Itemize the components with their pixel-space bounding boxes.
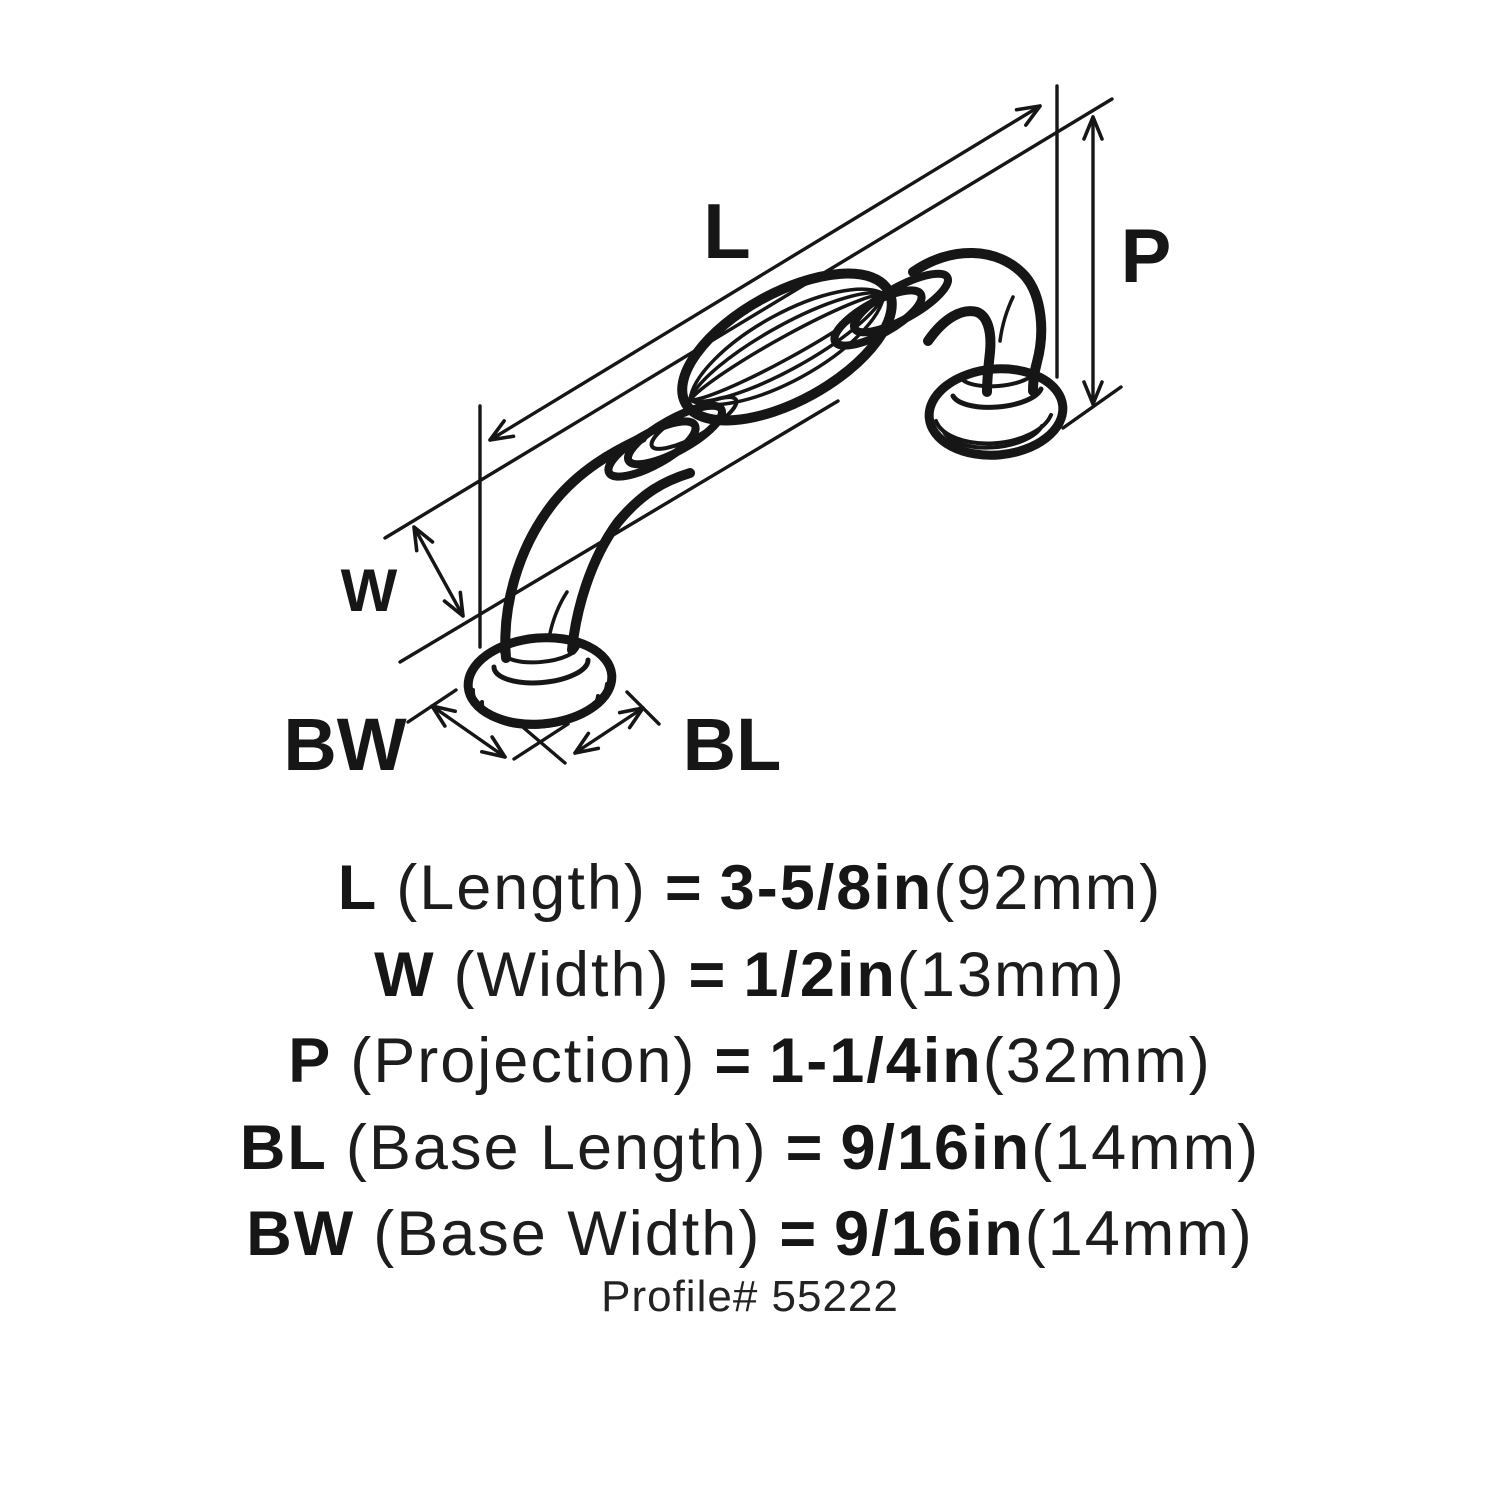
length-label: L xyxy=(703,187,751,275)
spec-metric: (14mm) xyxy=(1031,1112,1261,1183)
spec-name: (Length) xyxy=(396,853,647,923)
projection-bottom-tick xyxy=(1061,385,1123,430)
bottom-extension-line xyxy=(398,399,840,664)
pull-handle-drawing xyxy=(463,248,1068,729)
top-extension-line xyxy=(383,97,1114,540)
spec-equals: = xyxy=(785,1112,825,1183)
spec-name: (Base Length) xyxy=(345,1112,768,1183)
spec-metric: (14mm) xyxy=(1024,1199,1254,1269)
width-dimension-arrow xyxy=(412,525,465,618)
left-base xyxy=(463,633,617,729)
base-width-outer-tick xyxy=(406,688,458,724)
spec-value: 3-5/8in xyxy=(719,853,934,923)
spec-abbr: W xyxy=(374,939,436,1010)
spec-abbr: L xyxy=(337,853,379,923)
base-length-outer-tick xyxy=(625,690,661,726)
spec-equals: = xyxy=(664,853,704,923)
spec-value: 9/16in xyxy=(840,1112,1032,1183)
base-width-dimension-arrow xyxy=(430,704,507,759)
spec-row-width: W(Width)=1/2in(13mm) xyxy=(0,932,1500,1019)
spec-value: 1-1/4in xyxy=(769,1026,983,1096)
spec-name: (Base Width) xyxy=(373,1199,762,1269)
spec-text-block: L(Length)=3-5/8in(92mm) W(Width)=1/2in(1… xyxy=(0,845,1500,1278)
width-label: W xyxy=(341,557,398,624)
base-width-label: BW xyxy=(283,703,406,786)
spec-abbr: BW xyxy=(246,1199,356,1269)
spec-equals: = xyxy=(714,1026,754,1096)
base-length-label: BL xyxy=(683,703,782,786)
spec-row-base-width: BW(Base Width)=9/16in(14mm) xyxy=(0,1191,1500,1278)
spec-metric: (92mm) xyxy=(933,853,1163,923)
spec-abbr: P xyxy=(288,1026,333,1096)
spec-name: (Width) xyxy=(453,939,671,1010)
base-length-dimension-arrow xyxy=(573,706,645,755)
length-dimension-arrow xyxy=(488,104,1042,442)
spec-value: 9/16in xyxy=(834,1199,1025,1269)
spec-abbr: BL xyxy=(239,1112,328,1183)
spec-row-base-length: BL(Base Length)=9/16in(14mm) xyxy=(0,1105,1500,1192)
spec-value: 1/2in xyxy=(743,939,897,1010)
center-bead xyxy=(677,268,897,426)
spec-row-projection: P(Projection)=1-1/4in(32mm) xyxy=(0,1018,1500,1105)
left-arm xyxy=(500,433,695,663)
projection-label: P xyxy=(1121,214,1172,299)
spec-equals: = xyxy=(688,939,728,1010)
spec-equals: = xyxy=(779,1199,819,1269)
spec-metric: (13mm) xyxy=(896,939,1126,1010)
spec-metric: (32mm) xyxy=(982,1026,1212,1096)
base-cross-tick-2 xyxy=(512,722,570,761)
spec-row-length: L(Length)=3-5/8in(92mm) xyxy=(0,845,1500,932)
right-base xyxy=(924,364,1068,460)
spec-name: (Projection) xyxy=(350,1026,697,1096)
profile-number: Profile# 55222 xyxy=(601,1272,899,1321)
